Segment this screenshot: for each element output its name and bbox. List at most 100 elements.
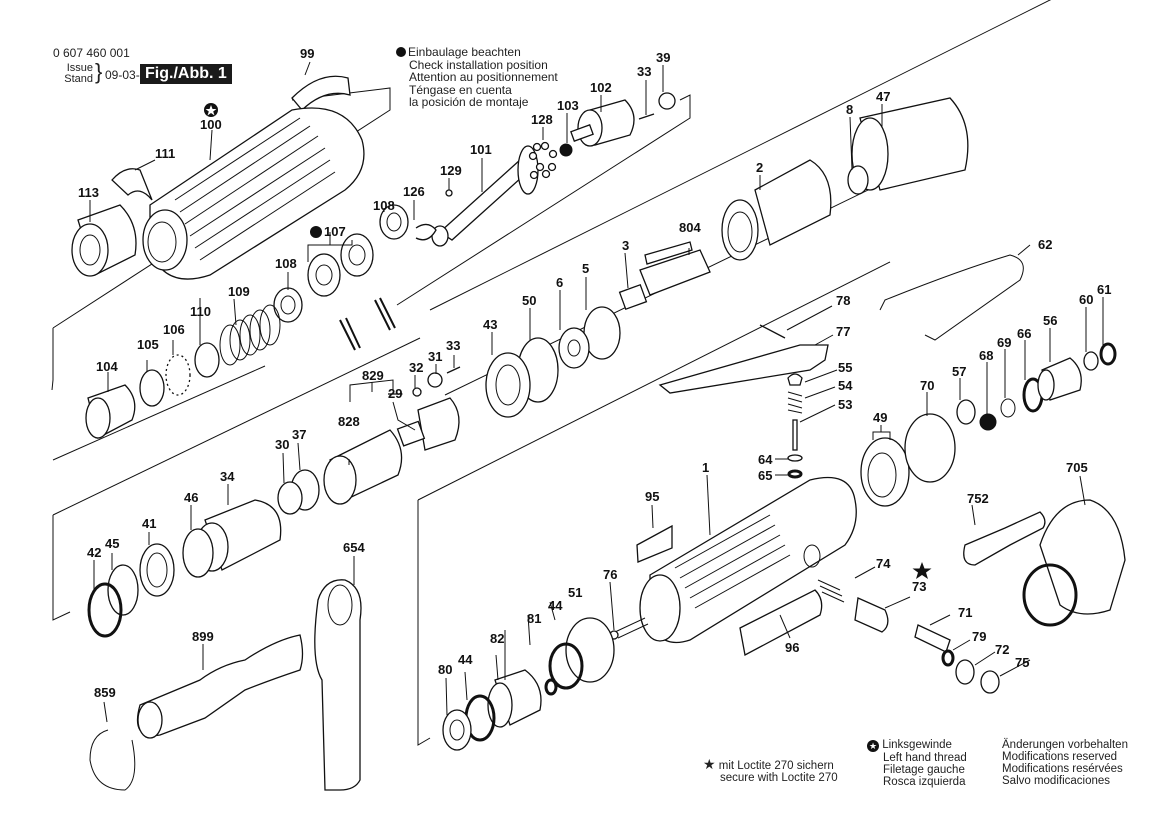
issue-label: Issue [66,62,93,74]
stand-label: Stand [64,73,93,85]
part-61-oring [1099,342,1117,366]
part-60-insert [1083,351,1099,371]
label-66: 66 [1017,326,1031,341]
part-49-rings [860,437,910,507]
circled-star-icon [204,103,218,117]
part-81-oring [544,678,558,696]
label-8: 8 [846,102,853,117]
label-29: 29 [388,386,402,401]
part-73-valve-sleeve [854,597,889,633]
label-79: 79 [972,629,986,644]
label-73: 73 [912,579,926,594]
part-31-gear [427,372,443,388]
part-32-needle [412,387,422,397]
label-107: 107 [324,224,346,239]
loctite-line: secure with Loctite 270 [720,772,838,784]
label-99: 99 [300,46,314,61]
label-77: 77 [836,324,850,339]
legend-line: Left hand thread [883,752,967,764]
label-106: 106 [163,322,185,337]
part-78-pin [759,324,786,339]
part-3-rotor [618,249,711,311]
circled-star-icon: ★ [867,740,879,752]
label-41: 41 [142,516,156,531]
part-654-handle [314,579,362,791]
left-hand-thread-legend: ★ Linksgewinde Left hand thread Filetage… [867,739,967,788]
label-705: 705 [1066,460,1088,475]
part-71-valve-stem [914,624,951,653]
label-82: 82 [490,631,504,646]
part-1-main-housing [639,476,857,644]
label-81: 81 [527,611,541,626]
modifications-legend: Änderungen vorbehalten Modifications res… [1002,739,1128,787]
part-102-spindle [570,99,635,147]
legend-line: Änderungen vorbehalten [1002,739,1128,751]
part-56-valve [1037,357,1082,401]
label-129: 129 [440,163,462,178]
label-44: 44 [548,598,563,613]
part-64-washer [787,454,803,462]
label-100: 100 [200,117,222,132]
part-55-cap [787,373,803,386]
label-65: 65 [758,468,772,483]
part-51-nut [565,617,615,683]
issue-stand-label: Issue Stand [53,63,93,85]
part-43-ring [485,352,531,418]
part-42-oring [87,582,123,638]
label-105: 105 [137,337,159,352]
part-76-screw [614,617,649,639]
label-828: 828 [338,414,360,429]
part-82-bushing [487,669,542,728]
label-64: 64 [758,452,773,467]
label-1: 1 [702,460,709,475]
part-828-ring-gear [323,429,403,505]
label-62: 62 [1038,237,1052,252]
label-102: 102 [590,80,612,95]
label-103: 103 [557,98,579,113]
label-57: 57 [952,364,966,379]
part-47-cylinder [851,97,969,191]
label-128: 128 [531,112,553,127]
loctite-line: mit Loctite 270 sichern [718,760,834,772]
part-39-gear [658,92,676,110]
label-3: 3 [622,238,629,253]
label-37: 37 [292,427,306,442]
part-107-ring [307,253,341,297]
label-32: 32 [409,360,423,375]
label-109: 109 [228,284,250,299]
label-47: 47 [876,89,890,104]
loctite-legend: ★ mit Loctite 270 sichern secure with Lo… [703,757,838,784]
part-41-bearing [139,543,175,597]
label-54: 54 [838,378,853,393]
label-95: 95 [645,489,659,504]
part-108-washer [273,287,303,323]
part-70-cover [904,413,956,483]
label-39: 39 [656,50,670,65]
part-859-clamp [89,729,136,791]
part-100-housing [142,107,365,280]
label-752: 752 [967,491,989,506]
part-57-washer [956,399,976,425]
legend-line: Rosca izquierda [883,776,966,788]
part-103-ball [559,143,573,157]
part-65-oring [787,469,803,479]
part-62-wire [879,254,1024,341]
part-69-spring [1000,398,1016,418]
part-53-pin [792,419,798,451]
label-50: 50 [522,293,536,308]
star-icon [912,562,932,579]
label-71: 71 [958,605,972,620]
label-68: 68 [979,348,993,363]
part-45-washer [107,564,139,616]
note-line: Attention au positionnement [409,70,558,84]
label-55: 55 [838,360,852,375]
part-99-clip [291,75,351,111]
label-126: 126 [403,184,425,199]
label-6: 6 [556,275,563,290]
legend-line: Salvo modificaciones [1002,775,1111,787]
part-113-nut [71,204,137,277]
part-72-nut [955,659,975,685]
label-74: 74 [876,556,891,571]
label-69: 69 [997,335,1011,350]
